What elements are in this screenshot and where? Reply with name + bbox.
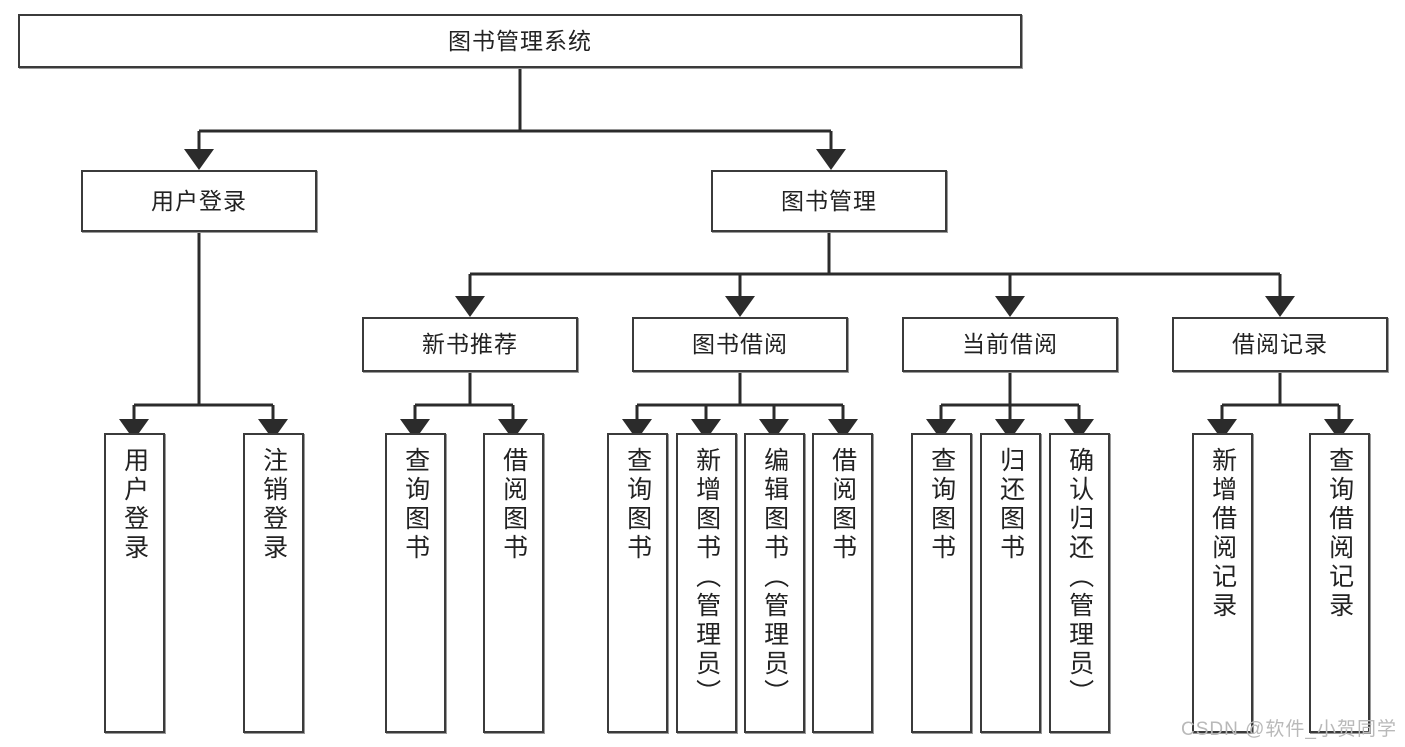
node-book-borrow[interactable]: 图书借阅 [632, 317, 848, 372]
node-leaf-borrow-book-1[interactable]: 借阅图书 [483, 433, 544, 733]
node-label: 借阅图书 [499, 447, 528, 563]
node-borrow-record[interactable]: 借阅记录 [1172, 317, 1388, 372]
node-label: 新增图书（管理员） [692, 447, 721, 708]
node-label: 注销登录 [259, 447, 288, 563]
node-leaf-query-book-1[interactable]: 查询图书 [385, 433, 446, 733]
node-leaf-add-book[interactable]: 新增图书（管理员） [676, 433, 737, 733]
node-label: 查询借阅记录 [1325, 447, 1354, 621]
node-label: 图书管理 [781, 187, 877, 214]
node-leaf-user-login[interactable]: 用户登录 [104, 433, 165, 733]
node-label: 新书推荐 [422, 331, 518, 358]
node-label: 确认归还（管理员） [1065, 447, 1094, 708]
node-leaf-return-book[interactable]: 归还图书 [980, 433, 1041, 733]
node-leaf-user-logout[interactable]: 注销登录 [243, 433, 304, 733]
node-current-borrow[interactable]: 当前借阅 [902, 317, 1118, 372]
node-leaf-borrow-book-2[interactable]: 借阅图书 [812, 433, 873, 733]
node-leaf-confirm-return[interactable]: 确认归还（管理员） [1049, 433, 1110, 733]
node-label: 新增借阅记录 [1208, 447, 1237, 621]
node-book-manage[interactable]: 图书管理 [711, 170, 947, 232]
node-label: 借阅记录 [1232, 331, 1328, 358]
node-leaf-query-book-2[interactable]: 查询图书 [607, 433, 668, 733]
node-root-system[interactable]: 图书管理系统 [18, 14, 1022, 68]
node-leaf-edit-book[interactable]: 编辑图书（管理员） [744, 433, 805, 733]
node-leaf-query-book-3[interactable]: 查询图书 [911, 433, 972, 733]
node-label: 查询图书 [623, 447, 652, 563]
node-label: 查询图书 [927, 447, 956, 563]
node-label: 借阅图书 [828, 447, 857, 563]
node-label: 图书借阅 [692, 331, 788, 358]
node-label: 编辑图书（管理员） [760, 447, 789, 708]
node-label: 归还图书 [996, 447, 1025, 563]
node-label: 当前借阅 [962, 331, 1058, 358]
node-label: 图书管理系统 [448, 27, 592, 54]
node-user-login[interactable]: 用户登录 [81, 170, 317, 232]
node-label: 用户登录 [151, 187, 247, 214]
node-label: 查询图书 [401, 447, 430, 563]
node-leaf-add-record[interactable]: 新增借阅记录 [1192, 433, 1253, 733]
node-leaf-query-record[interactable]: 查询借阅记录 [1309, 433, 1370, 733]
node-label: 用户登录 [120, 447, 149, 563]
node-new-book-rec[interactable]: 新书推荐 [362, 317, 578, 372]
